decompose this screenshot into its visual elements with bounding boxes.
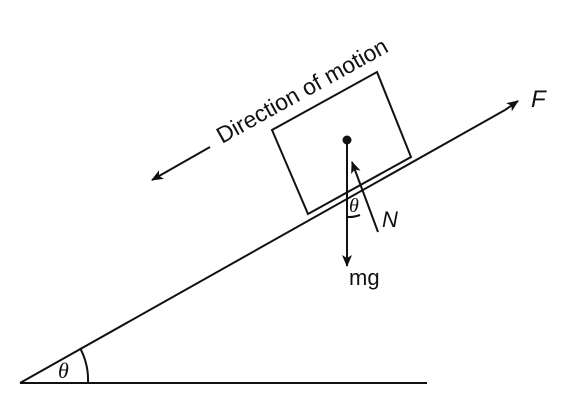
direction-of-motion-arrow [151, 146, 211, 181]
incline-angle-arc [79, 347, 90, 384]
force-arrow [504, 100, 519, 112]
normal-force-label: N [382, 207, 398, 232]
block [270, 70, 413, 216]
force-label: F [531, 86, 547, 113]
normal-angle-label: θ [349, 195, 359, 217]
direction-of-motion-label: Direction of motion [212, 33, 392, 149]
incline-line [19, 109, 506, 384]
normal-force-arrow [351, 161, 379, 233]
normal-angle-arc [346, 214, 361, 219]
incline-angle-label: θ [58, 358, 69, 383]
center-of-mass-dot [342, 135, 352, 145]
weight-label: mg [349, 265, 380, 290]
